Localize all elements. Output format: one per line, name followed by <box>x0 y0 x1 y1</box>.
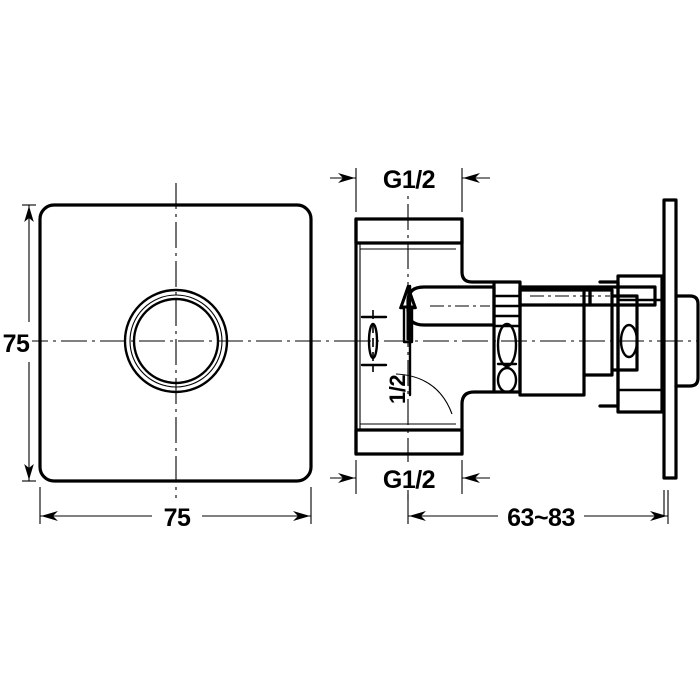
casting-fillet-radius <box>395 373 453 415</box>
dim-depth-arrow-left <box>409 511 426 521</box>
oring-lower <box>496 366 518 394</box>
spindle-head <box>588 285 657 307</box>
dim-g12-top-arrow-left <box>338 173 355 183</box>
handle-ring-middle <box>129 294 223 388</box>
cartridge-rounded-channel <box>406 285 496 327</box>
dim-plate-width-text-mask <box>152 498 202 534</box>
dim-g12-top-text-mask <box>377 162 445 194</box>
dim-plate-width-arrow-left <box>41 511 58 521</box>
handle-ring-outer <box>123 288 229 394</box>
dim-plate-width-label: 75 <box>164 504 191 532</box>
body-lower-shoulder <box>460 390 496 456</box>
handle-ring-inner <box>132 297 220 385</box>
dim-depth-label: 63~83 <box>507 504 575 532</box>
dim-depth-text-mask <box>498 498 584 534</box>
oring-upper <box>496 322 518 368</box>
port-size-callout-label: 1/2 <box>385 375 410 404</box>
dim-g12-bottom-text-mask <box>377 462 445 494</box>
port-size-callout-group: 1/2 <box>385 375 410 404</box>
dim-depth-arrow-right <box>650 511 667 521</box>
hub-step-2 <box>610 294 639 372</box>
dim-plate-height-arrow-bottom <box>24 464 34 480</box>
bottom-outlet-collar <box>354 428 464 456</box>
section-view-group: 1/2 <box>330 162 700 534</box>
hub-step-1 <box>582 288 614 377</box>
dim-g12-bottom-arrow-left <box>338 473 355 483</box>
flow-up-arrow-icon <box>399 284 417 344</box>
body-upper-shoulder <box>460 217 496 284</box>
dim-plate-height-text-mask <box>0 322 32 362</box>
dim-g12-bottom-label: G1/2 <box>383 466 435 494</box>
finished-wall-plate <box>662 198 678 480</box>
dim-plate-width-arrow-right <box>293 511 310 521</box>
cartridge-barrel <box>518 288 586 397</box>
dim-g12-bottom-arrow-right <box>463 473 480 483</box>
grub-screw-detail <box>619 323 639 359</box>
dim-plate-height-arrow-top <box>24 206 34 222</box>
escutcheon-plate-outline <box>38 203 313 483</box>
handle-knob-outline <box>674 294 700 388</box>
front-view-group: 75 75 <box>0 183 346 534</box>
dim-plate-height-label: 75 <box>3 330 30 358</box>
dim-g12-top-label: G1/2 <box>383 166 435 194</box>
dim-g12-top-arrow-right <box>463 173 480 183</box>
top-inlet-collar <box>354 217 464 245</box>
trim-flange-shoulder <box>598 280 620 408</box>
body-seal-ring <box>367 322 379 360</box>
